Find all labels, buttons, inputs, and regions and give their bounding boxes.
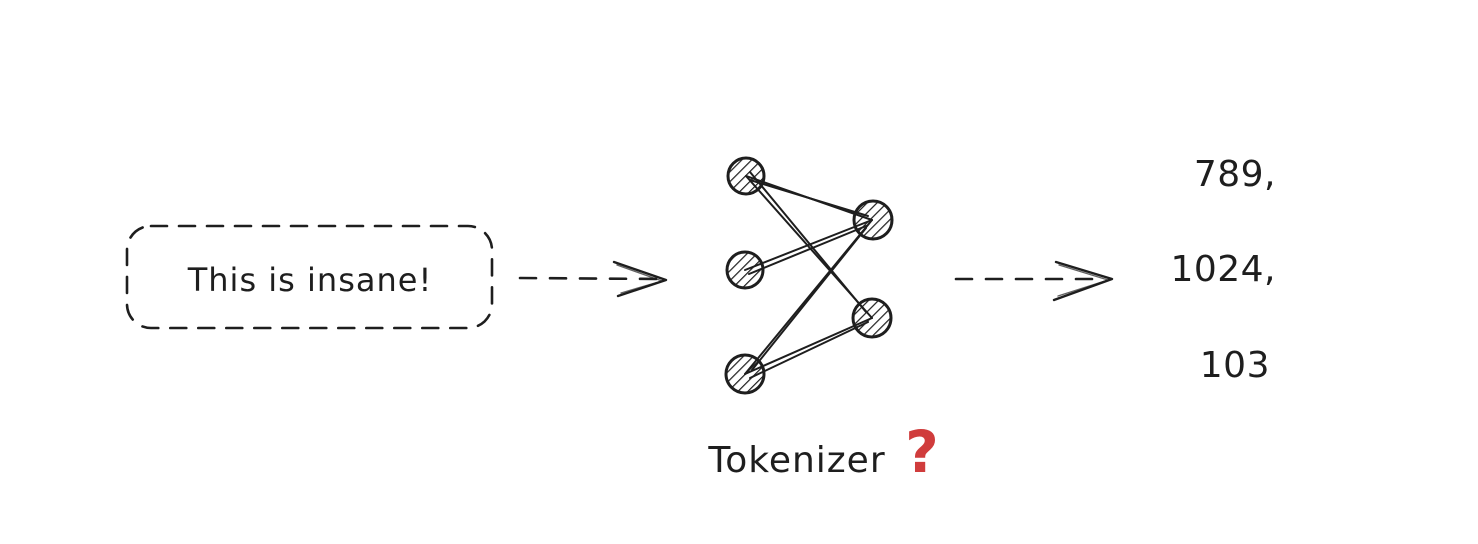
network-node [724, 353, 766, 395]
token-list: 789, 1024, 103 [1170, 154, 1276, 386]
neural-network-icon [724, 156, 894, 395]
token-id: 1024, [1170, 249, 1276, 290]
network-node [726, 156, 766, 196]
network-node [851, 297, 893, 339]
dashed-arrow-icon [518, 260, 668, 298]
input-text: This is insane! [187, 261, 433, 299]
network-node [725, 250, 765, 290]
network-node [852, 199, 894, 241]
tokenizer-label: Tokenizer [707, 440, 885, 481]
token-id: 103 [1200, 345, 1270, 386]
question-mark-icon: ? [905, 418, 939, 486]
dashed-arrow-icon [954, 260, 1114, 302]
input-box: This is insane! [125, 224, 494, 330]
token-id: 789, [1194, 154, 1276, 195]
